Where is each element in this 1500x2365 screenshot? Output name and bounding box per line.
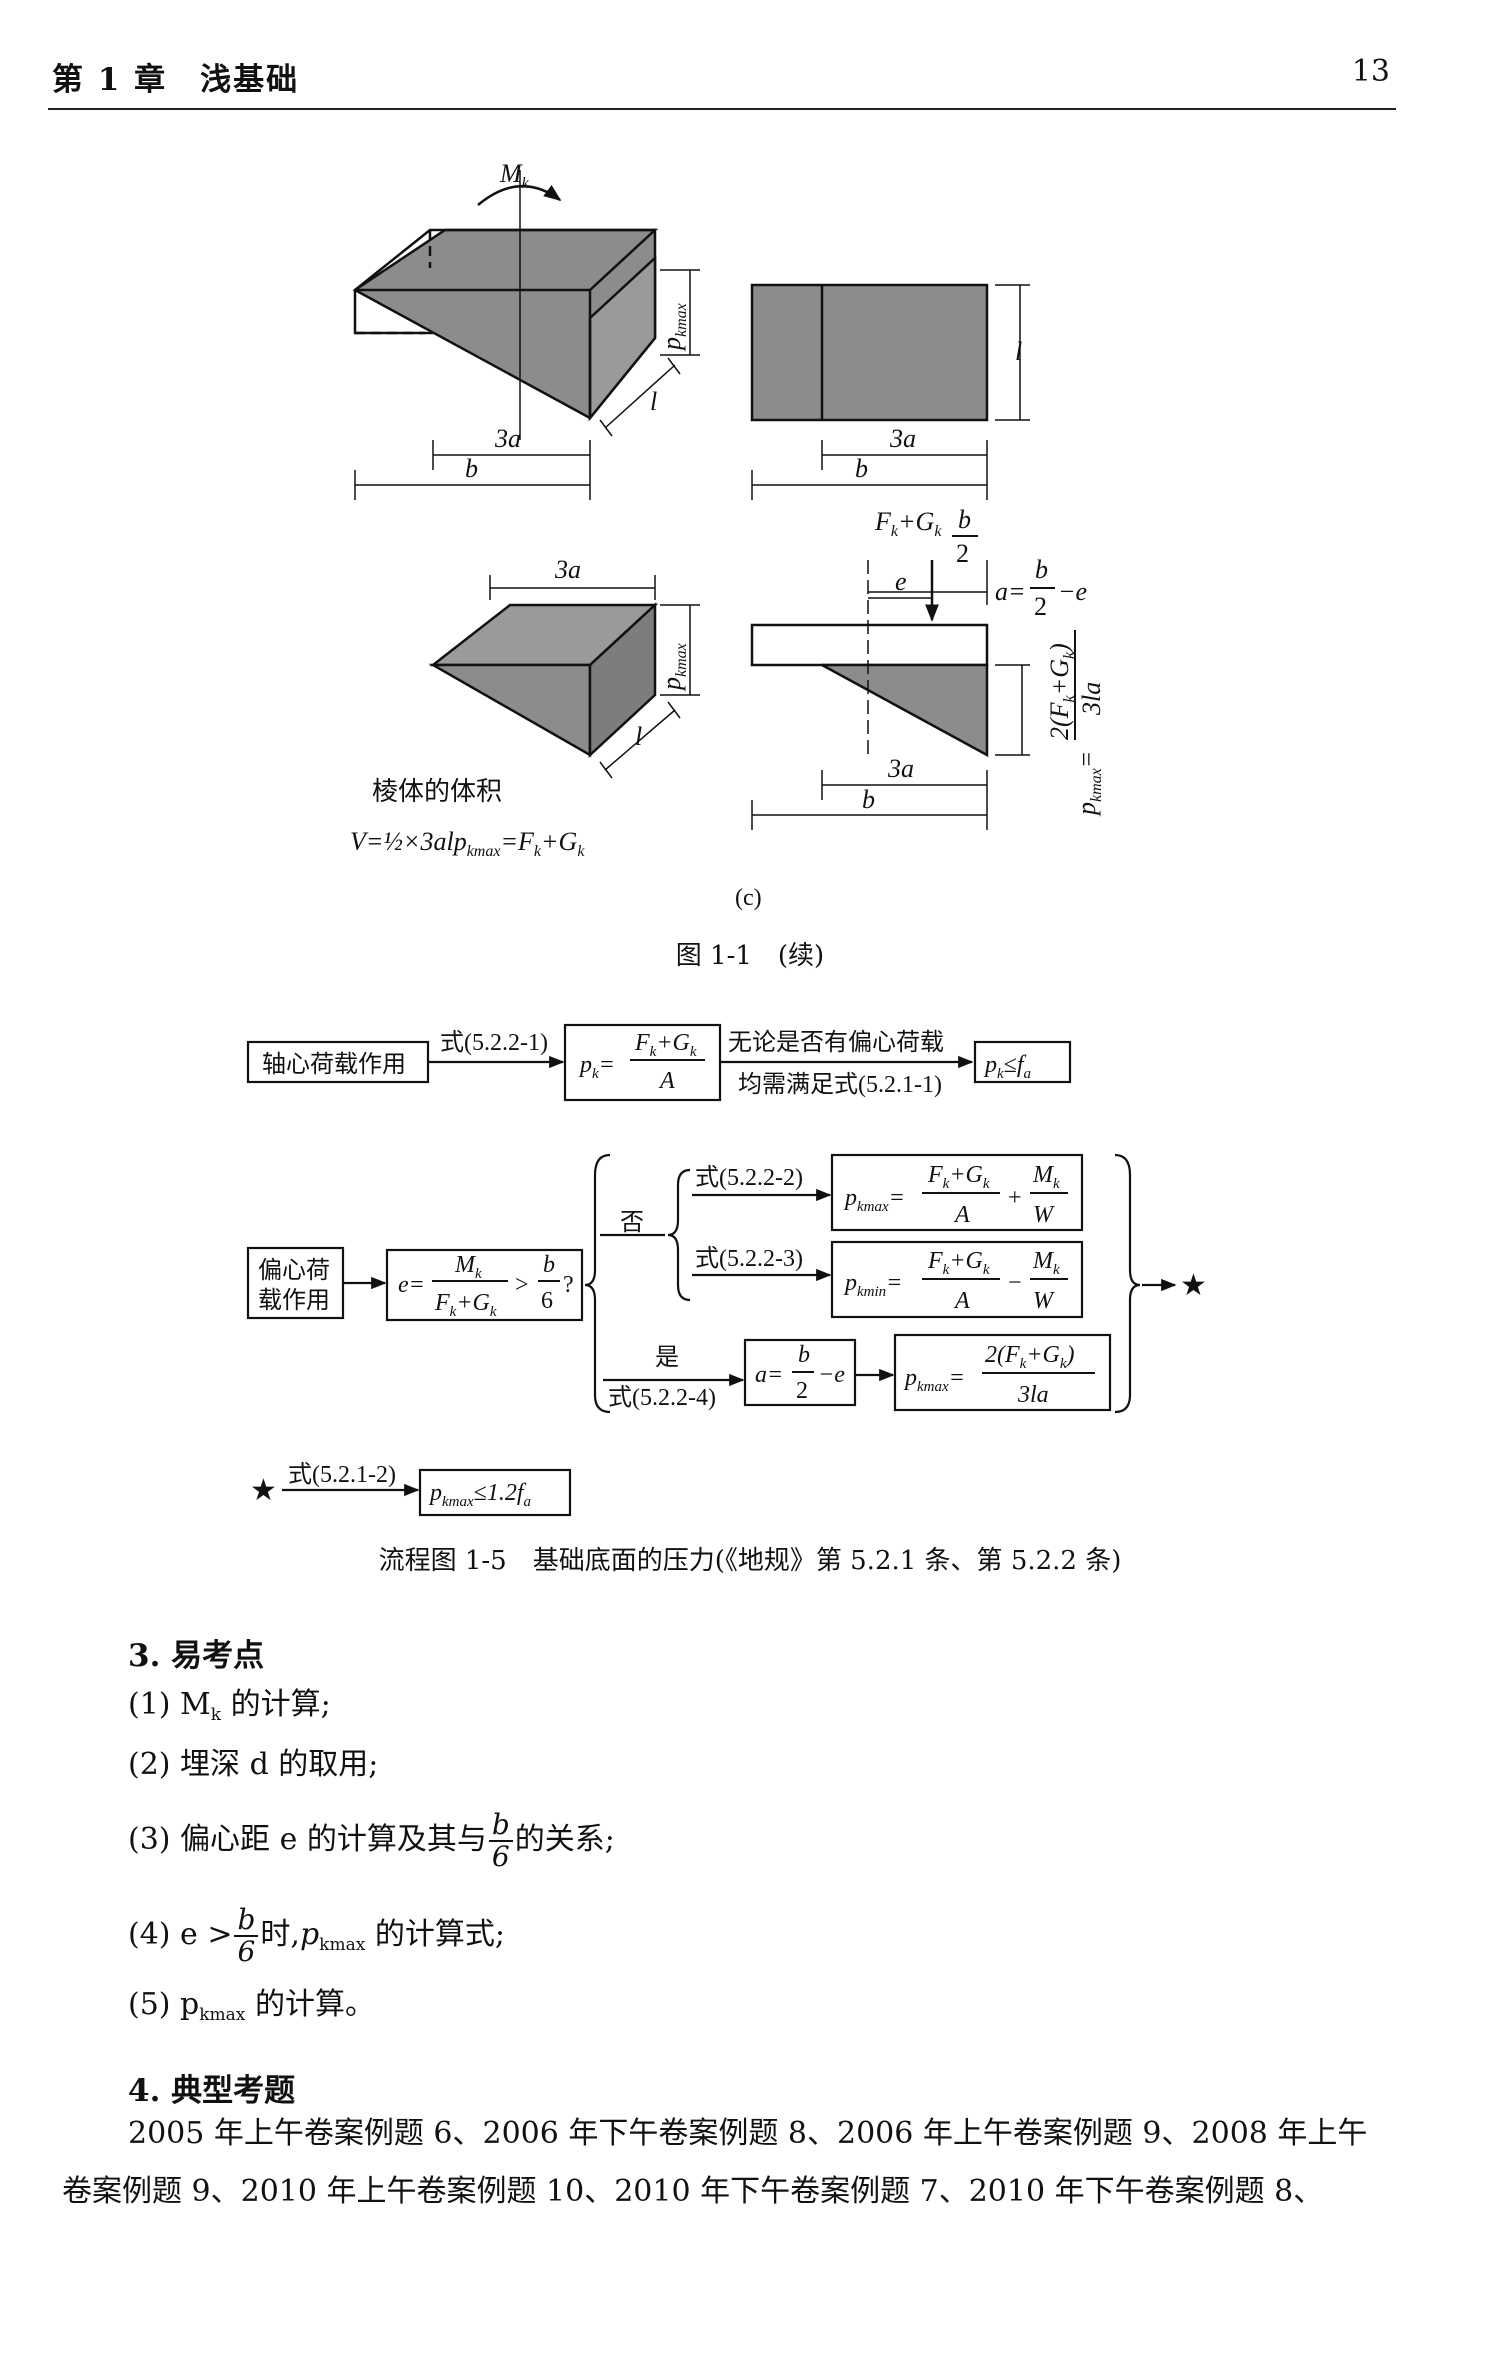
pressure-triangle — [821, 663, 989, 758]
a-flow-e: −e — [818, 1362, 845, 1388]
l-label-top: l — [650, 387, 657, 416]
a-flow-2: 2 — [796, 1378, 808, 1404]
half-b-den: 2 — [956, 539, 969, 568]
axial-pk-den: A — [658, 1068, 675, 1094]
yes-label: 是 — [655, 1345, 679, 1371]
e-check-num: Mk — [454, 1252, 482, 1282]
l-label-plan: l — [1015, 337, 1022, 366]
pkmin-w: W — [1033, 1288, 1055, 1314]
pkmin-minus: − — [1008, 1270, 1022, 1296]
pkmax-formula: pkmax= — [1072, 751, 1105, 817]
e-check-left: e= — [398, 1272, 425, 1298]
condition-top: 无论是否有偏心荷载 — [728, 1029, 944, 1056]
header-rule — [48, 108, 1396, 110]
pkmax-label-top: pkmax — [657, 303, 690, 352]
axial-result-box — [973, 1040, 1072, 1084]
plan-view — [750, 283, 989, 422]
l-label-bottom: l — [635, 722, 642, 751]
formula-final: 式(5.2.1-2) — [288, 1461, 396, 1488]
a-formula-num: b — [1035, 555, 1048, 584]
star-left: ★ — [250, 1474, 277, 1507]
load-label: Fk+Gk — [874, 507, 942, 540]
section-4-line-2: 卷案例题 9、2010 年上午卷案例题 10、2010 年下午卷案例题 7、20… — [62, 2174, 1324, 2209]
pkmax-formula-den: 3la — [1077, 682, 1106, 716]
pkmax-label-bottom: pkmax — [657, 643, 690, 692]
moment-label: Mk — [499, 159, 530, 192]
pkmin-num: Fk+Gk — [927, 1248, 990, 1278]
final-check: pkmax≤1.2fa — [428, 1480, 531, 1510]
formula-3: 式(5.2.2-3) — [695, 1245, 803, 1272]
chapter-header: 第 1 章 浅基础 — [52, 62, 300, 98]
figure-1-1c: Mk pkmax l 3a b l 3a b 3a pkmax l 棱体的体积 … — [350, 159, 1106, 911]
pkmin-text: pkmin= — [843, 1270, 902, 1300]
dim-b-plan: b — [855, 454, 868, 483]
figure-caption: 图 1-1 (续) — [675, 941, 825, 971]
star-right: ★ — [1180, 1269, 1207, 1302]
page-number: 13 — [1351, 54, 1390, 89]
a-formula: a= — [995, 577, 1026, 606]
e-check-den: Fk+Gk — [434, 1290, 497, 1320]
pkmin-den: A — [953, 1288, 970, 1314]
formula-4: 式(5.2.2-4) — [608, 1384, 716, 1411]
pkmax-num: Fk+Gk — [927, 1162, 990, 1192]
eccentric-line2: 载作用 — [258, 1287, 330, 1314]
axial-formula-label: 式(5.2.2-1) — [440, 1029, 548, 1056]
e-check-box — [385, 1248, 584, 1322]
a-formula-right: −e — [1058, 577, 1087, 606]
e-check-6: 6 — [541, 1288, 553, 1314]
formula-2: 式(5.2.2-2) — [695, 1164, 803, 1191]
a-flow-b: b — [798, 1342, 810, 1368]
final-check-box — [418, 1468, 572, 1517]
a-formula-flow: a= — [755, 1362, 783, 1388]
pkmin-m: Mk — [1032, 1248, 1060, 1278]
pkmax-w: W — [1033, 1202, 1055, 1228]
dim-b-section: b — [862, 785, 875, 814]
volume-formula: V=½×3alpkmax=Fk+Gk — [350, 827, 585, 860]
dim-3a-section: 3a — [887, 754, 914, 783]
pkmax-box — [830, 1153, 1084, 1232]
panel-label: (c) — [735, 885, 762, 911]
section-4-line-1: 2005 年上午卷案例题 6、2006 年下午卷案例题 8、2006 年上午卷案… — [128, 2116, 1368, 2151]
section-4-title: 4. 典型考题 — [128, 2073, 296, 2109]
pkmax-plus: + — [1008, 1185, 1022, 1211]
e-check-q: ? — [563, 1272, 574, 1298]
dim-e: e — [895, 567, 907, 596]
volume-title: 棱体的体积 — [372, 777, 502, 806]
eccentric-line1: 偏心荷 — [258, 1257, 330, 1284]
pkmax-formula-num: 2(Fk+Gk) — [1045, 643, 1078, 740]
pkmax-ecc-num: 2(Fk+Gk) — [985, 1342, 1075, 1372]
axial-box-label: 轴心荷载作用 — [262, 1051, 406, 1078]
a-box — [743, 1338, 857, 1407]
pkmax-text: pkmax= — [843, 1185, 905, 1215]
axial-pk: pk= — [578, 1052, 615, 1082]
condition-bottom: 均需满足式(5.2.1-1) — [738, 1071, 942, 1098]
a-formula-den: 2 — [1034, 592, 1047, 621]
pkmax-ecc-den: 3la — [1017, 1382, 1049, 1408]
dim-3a-plan: 3a — [889, 424, 916, 453]
e-check-gt: > — [515, 1272, 529, 1298]
pkmax-m: Mk — [1032, 1162, 1060, 1192]
item-1: (1) Mk 的计算; — [128, 1687, 331, 1725]
dim-b-top-left: b — [465, 454, 478, 483]
pkmax-den: A — [953, 1202, 970, 1228]
section-3-title: 3. 易考点 — [128, 1638, 265, 1674]
pkmin-box — [830, 1240, 1084, 1319]
axial-pk-num: Fk+Gk — [634, 1030, 697, 1060]
dim-3a-top-left: 3a — [494, 424, 521, 453]
axial-result: pk≤fa — [983, 1052, 1031, 1082]
item-2: (2) 埋深 d 的取用; — [128, 1747, 379, 1782]
flowchart-caption: 流程图 1-5 基础底面的压力(《地规》第 5.2.1 条、第 5.2.2 条) — [378, 1546, 1122, 1576]
no-label: 否 — [620, 1210, 644, 1236]
item-5: (5) pkmax 的计算。 — [128, 1987, 375, 2025]
pkmax-eccentric-box — [893, 1333, 1112, 1412]
flowchart-1-5: 轴心荷载作用 式(5.2.2-1) pk= Fk+Gk A 无论是否有偏心荷载 … — [246, 1023, 1207, 1517]
dim-3a-bottom-left: 3a — [554, 555, 581, 584]
half-b-num: b — [958, 505, 971, 534]
pkmax-ecc: pkmax= — [903, 1365, 965, 1395]
e-check-b: b — [543, 1252, 555, 1278]
